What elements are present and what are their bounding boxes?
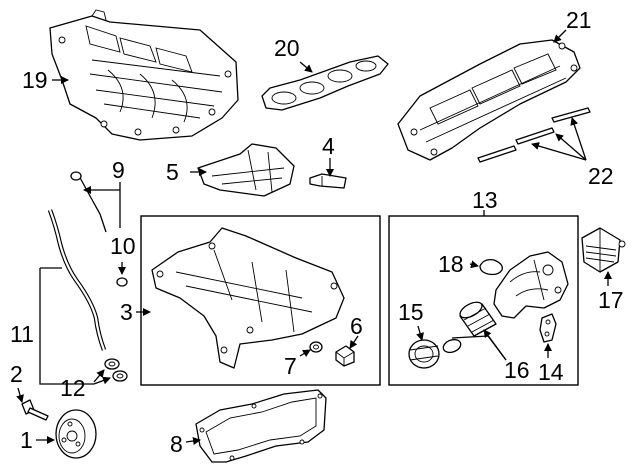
dipstick-tube [47,209,107,351]
lower-intake-manifold [397,39,581,161]
callout-1: 1 [20,427,33,453]
oil-dipstick [70,171,107,233]
crankshaft-pulley [55,409,97,459]
callout-17: 17 [598,287,624,313]
filter-housing-gasket [479,258,503,276]
callout-3: 3 [120,299,133,325]
dipstick-o-ring [116,277,128,287]
leader-lines [16,29,612,445]
upper-intake-manifold [49,9,239,141]
callout-8: 8 [170,431,183,457]
callout-13: 13 [472,187,498,213]
callout-20: 20 [274,35,300,61]
oil-filter-housing [493,251,569,319]
callout-5: 5 [166,159,179,185]
callout-2: 2 [10,361,23,387]
callout-11: 11 [10,321,34,347]
tube-washers [104,358,128,382]
callout-21: 21 [566,7,592,33]
callout-18: 18 [438,251,464,277]
callout-10: 10 [110,233,136,259]
callout-7: 7 [284,353,297,379]
callout-12: 12 [60,375,86,401]
oil-filter-cap [408,339,440,369]
callout-16: 16 [504,357,530,383]
crank-bolt [21,399,49,421]
callout-6: 6 [350,313,363,339]
baffle-plate [197,143,295,197]
sealant-tube [309,173,347,189]
callout-4: 4 [322,133,335,159]
callout-15: 15 [398,299,424,325]
callout-22: 22 [588,163,614,189]
filter-cap-o-ring [442,338,462,354]
lower-oil-pan [195,389,327,463]
oil-filter-element [459,301,497,337]
intake-manifold-gasket [261,55,389,111]
drain-plug [335,345,355,367]
callout-19: 19 [22,67,48,93]
callout-9: 9 [112,157,125,183]
drain-plug-washer [309,341,323,353]
callout-labels: 19 20 21 22 5 4 9 10 11 12 2 1 3 7 6 8 1… [10,7,624,457]
oil-pan-group-box [140,215,381,386]
housing-bracket [539,313,557,343]
oil-pan [151,227,345,369]
oil-cooler [581,227,626,273]
callout-14: 14 [538,359,564,385]
manifold-seal-strips [477,107,591,163]
